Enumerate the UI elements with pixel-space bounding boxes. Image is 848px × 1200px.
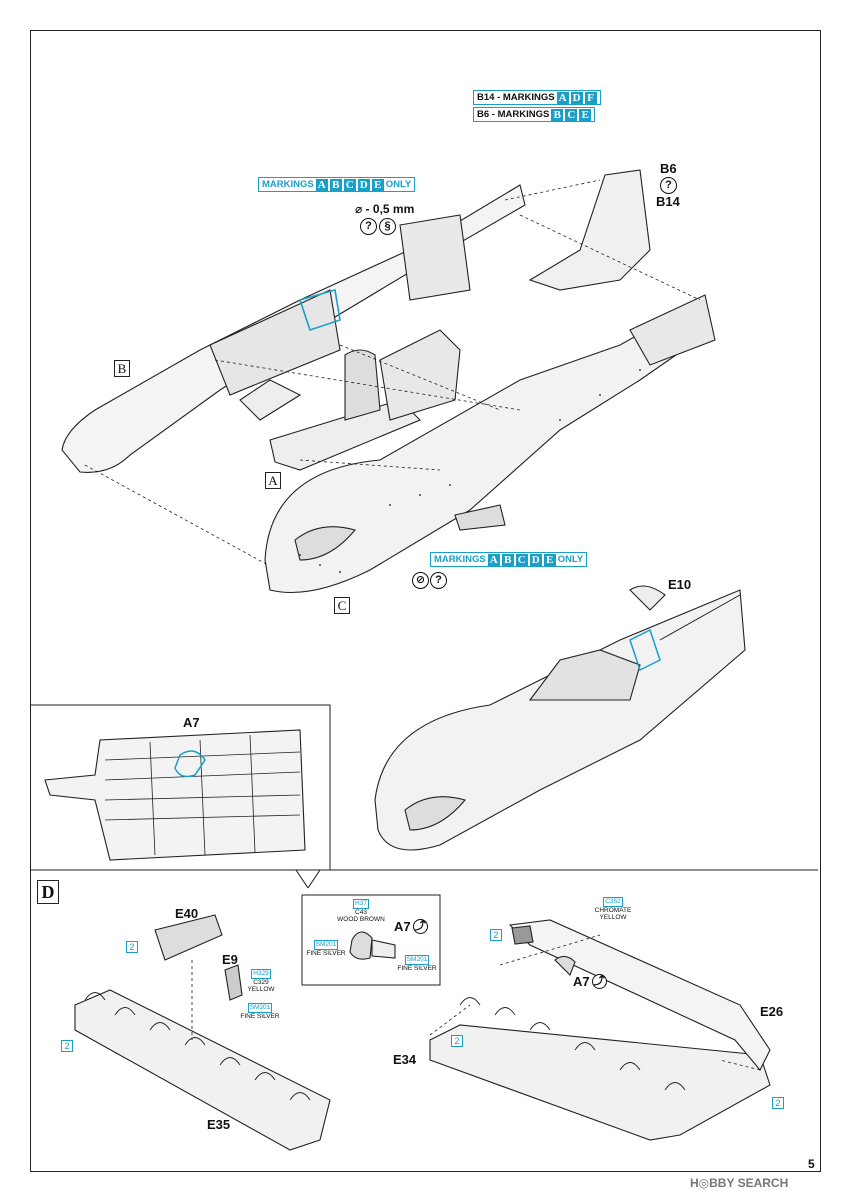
part-e34-label: E34 [393,1052,417,1067]
part-e40-label: E40 [175,906,199,921]
nose-icons: ⊘ ? [412,572,447,589]
part-e26-label: E26 [760,1004,784,1019]
step-d-label: D [37,880,59,904]
part-a-label: A [265,472,281,489]
question-icon: ? [430,572,447,589]
question-icon: ? [360,218,377,235]
rotate-icon: ⤴ [591,974,607,989]
markings-nose: MARKINGS A B C D E ONLY [430,552,588,567]
paint-h37: H37 C43 WOOD BROWN [337,899,385,923]
part-a7-label-a: A7 ⤴ [394,919,428,934]
part-a7-label-b: A7 ⤴ [573,974,607,989]
paint-sm201-right: SM201 FINE SILVER [397,955,437,972]
paint-c352: C352 CHROMATE YELLOW [594,897,632,921]
markings-b14: B14 - MARKINGS A D F [473,90,601,105]
question-icon: ? [660,177,677,194]
part-b6-label: B6 [660,161,677,176]
page-number: 5 [808,1157,815,1171]
part-b14-label: B14 [656,194,680,209]
markings-b6: B6 - MARKINGS B C E [473,107,596,122]
count-mark: 2 [451,1035,463,1047]
part-a7-inset-label: A7 [183,715,200,730]
count-mark: 2 [126,941,138,953]
part-e9-label: E9 [222,952,238,967]
drill-note: ⌀ - 0,5 mm [355,202,415,216]
drill-icon: § [379,218,396,235]
cut-icon: ⊘ [412,572,429,589]
page-frame [30,30,821,1172]
count-mark: 2 [490,929,502,941]
part-e35-label: E35 [207,1117,231,1132]
rotate-icon: ⤴ [412,919,428,934]
paint-sm201-left: SM201 FINE SILVER [306,940,346,957]
part-e10-label: E10 [668,577,692,592]
markings-fuselage: MARKINGS A B C D E ONLY [258,177,416,192]
paint-sm201-e9: SM201 FINE SILVER [240,1003,280,1020]
drill-icons: ? § [360,218,396,235]
count-mark: 2 [772,1097,784,1109]
part-b-label: B [114,360,130,377]
paint-h329: H329 C329 YELLOW [247,969,275,993]
count-mark: 2 [61,1040,73,1052]
part-c-label: C [334,597,350,614]
watermark: H◎BBY SEARCH [690,1176,789,1190]
